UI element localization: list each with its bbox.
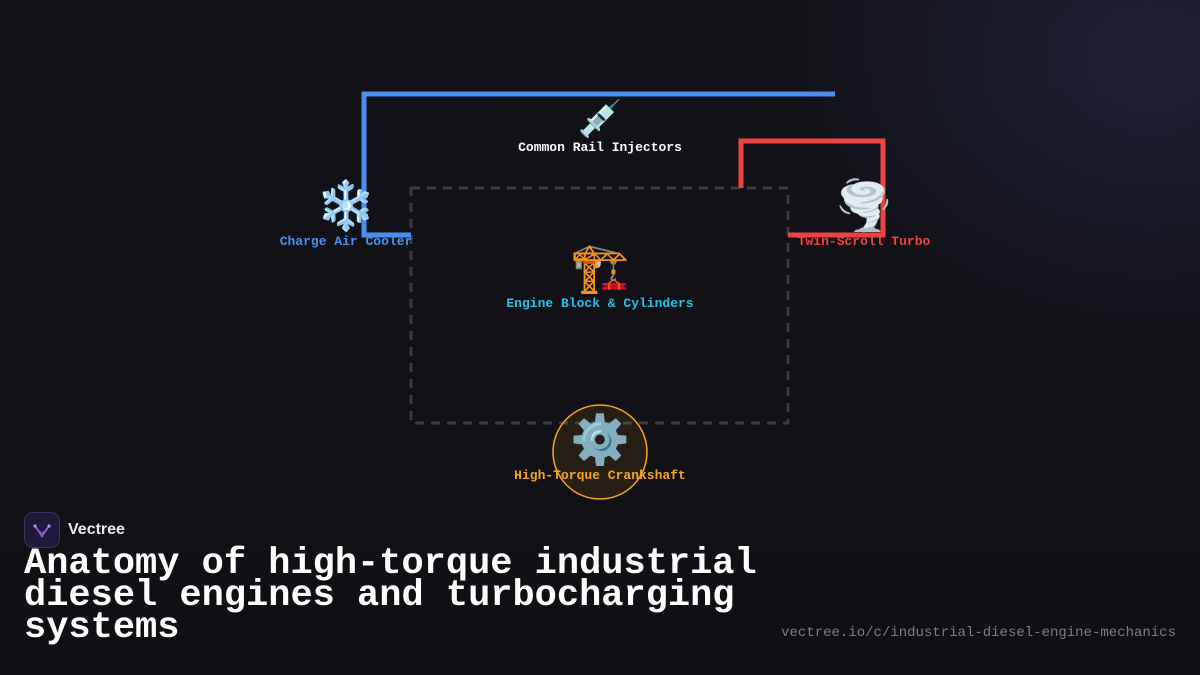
node-label: Engine Block & Cylinders: [506, 296, 694, 311]
exhaust-gas-path: [738, 138, 886, 238]
syringe-icon: 💉: [577, 99, 623, 140]
node-high-torque-crankshaft[interactable]: ⚙️ High-Torque Crankshaft: [514, 412, 686, 483]
crankshaft-highlight-circle: [552, 404, 648, 500]
brand[interactable]: Vectree: [24, 512, 125, 548]
node-label: High-Torque Crankshaft: [514, 468, 686, 483]
node-common-rail-injectors[interactable]: 💉 Common Rail Injectors: [518, 99, 682, 156]
engine-frame: [409, 186, 790, 425]
node-label: Common Rail Injectors: [518, 140, 682, 155]
snowflake-icon: ❄️: [316, 178, 376, 234]
node-label: Twin-Scroll Turbo: [797, 234, 931, 249]
tornado-icon: 🌪️: [834, 178, 894, 234]
source-url[interactable]: vectree.io/c/industrial-diesel-engine-me…: [781, 625, 1176, 641]
brand-name: Vectree: [68, 521, 125, 538]
vectree-logo-icon: [24, 512, 60, 548]
node-engine-block[interactable]: 🏗️ Engine Block & Cylinders: [506, 240, 693, 311]
gear-icon: ⚙️: [570, 412, 630, 468]
intake-air-path: [361, 91, 835, 238]
node-label: Charge Air Cooler: [279, 234, 413, 249]
node-charge-air-cooler[interactable]: ❄️ Charge Air Cooler: [280, 178, 413, 249]
page-title: Anatomy of high-torque industrial diesel…: [24, 543, 757, 649]
node-twin-scroll-turbo[interactable]: 🌪️ Twin-Scroll Turbo: [798, 178, 931, 249]
construction-crane-icon: 🏗️: [570, 240, 630, 296]
